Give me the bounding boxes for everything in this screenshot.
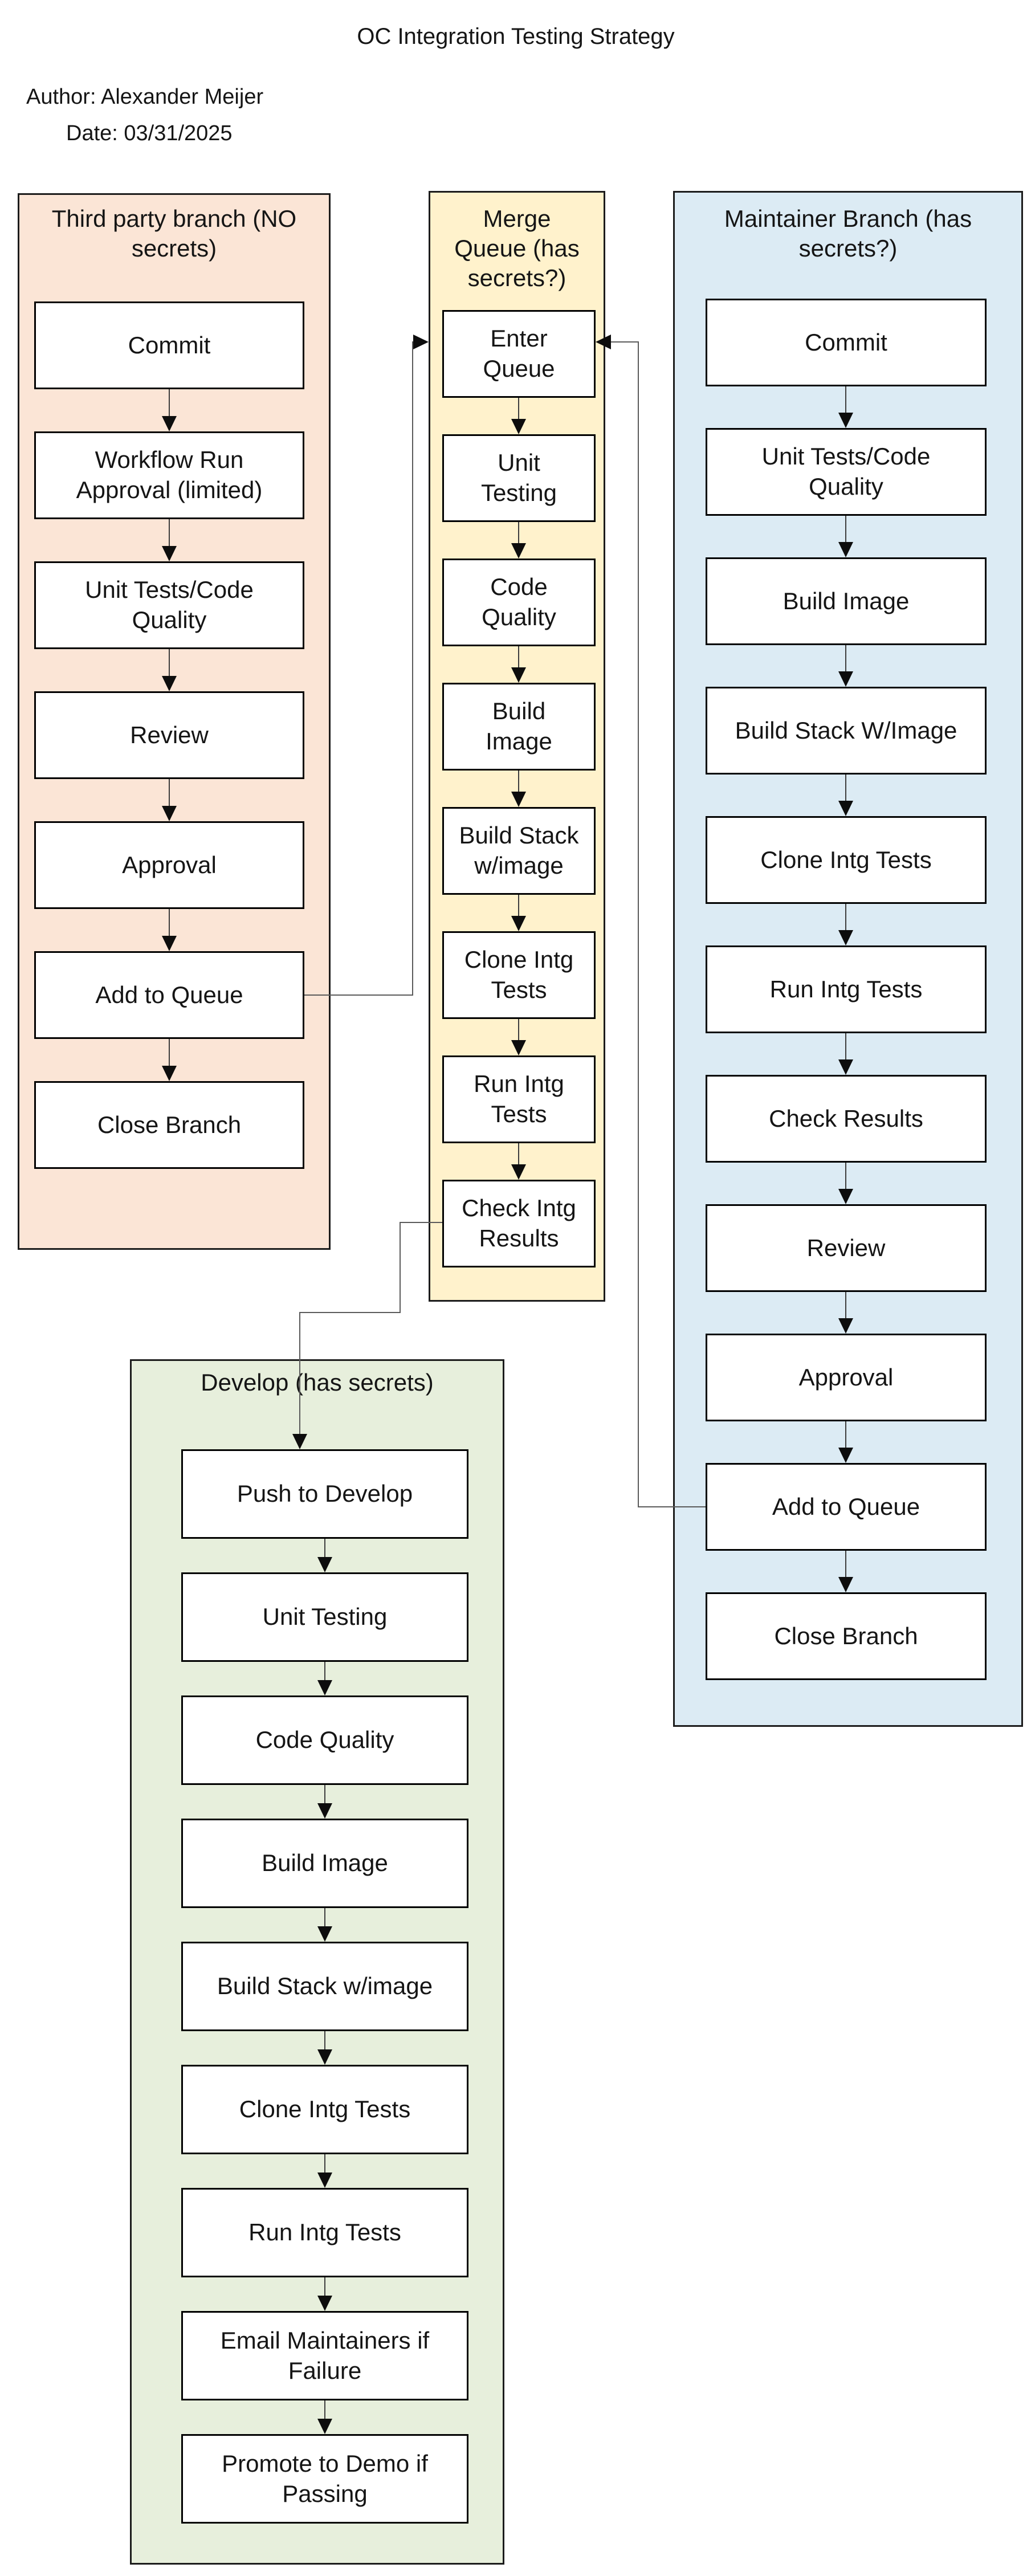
mt-step-add-to-queue: Add to Queue <box>706 1463 987 1551</box>
lane-title-third-party: Third party branch (NO secrets) <box>51 205 297 262</box>
dv-step-unit-testing: Unit Testing <box>181 1572 468 1662</box>
mq-step-clone-intg-tests: Clone Intg Tests <box>442 931 596 1019</box>
mt-step-run-intg-tests: Run Intg Tests <box>706 945 987 1033</box>
mt-step-review: Review <box>706 1204 987 1292</box>
dv-step-email-maintainers-if-failure: Email Maintainers if Failure <box>181 2311 468 2400</box>
mq-step-build-stack-w-image: Build Stack w/image <box>442 807 596 895</box>
mt-step-close-branch: Close Branch <box>706 1592 987 1680</box>
dv-step-promote-to-demo-if-passing: Promote to Demo if Passing <box>181 2434 468 2524</box>
mq-step-unit-testing: Unit Testing <box>442 434 596 522</box>
mt-step-build-image: Build Image <box>706 557 987 645</box>
page-title: OC Integration Testing Strategy <box>357 24 675 49</box>
author-line: Author: Alexander Meijer <box>26 85 264 109</box>
dv-step-clone-intg-tests: Clone Intg Tests <box>181 2065 468 2154</box>
date-line: Date: 03/31/2025 <box>66 121 233 145</box>
connector-tp-add-to-queue-to-enter-queue-arrowhead <box>413 335 429 349</box>
tp-step-unit-tests-code-quality: Unit Tests/Code Quality <box>34 561 304 649</box>
mq-step-build-image: Build Image <box>442 683 596 771</box>
lane-title-merge-queue: Merge Queue (has secrets?) <box>454 205 580 292</box>
dv-step-build-stack-w-image: Build Stack w/image <box>181 1942 468 2031</box>
tp-step-commit: Commit <box>34 301 304 389</box>
tp-step-workflow-run-approval: Workflow Run Approval (limited) <box>34 431 304 519</box>
dv-step-push-to-develop: Push to Develop <box>181 1449 468 1539</box>
mt-step-build-stack-w-image: Build Stack W/Image <box>706 687 987 775</box>
tp-step-close-branch: Close Branch <box>34 1081 304 1169</box>
lane-title-maintainer: Maintainer Branch (has secrets?) <box>724 205 972 262</box>
tp-step-approval: Approval <box>34 821 304 909</box>
tp-step-review: Review <box>34 691 304 779</box>
dv-step-code-quality: Code Quality <box>181 1695 468 1785</box>
dv-step-build-image: Build Image <box>181 1819 468 1908</box>
mt-step-check-results: Check Results <box>706 1075 987 1163</box>
mt-step-unit-tests-code-quality: Unit Tests/Code Quality <box>706 428 987 516</box>
dv-step-run-intg-tests: Run Intg Tests <box>181 2188 468 2277</box>
mq-step-run-intg-tests: Run Intg Tests <box>442 1055 596 1143</box>
lane-title-develop: Develop (has secrets) <box>201 1369 434 1396</box>
tp-step-add-to-queue: Add to Queue <box>34 951 304 1039</box>
mq-step-code-quality: Code Quality <box>442 559 596 646</box>
mq-step-check-intg-results: Check Intg Results <box>442 1180 596 1267</box>
mt-step-approval: Approval <box>706 1334 987 1421</box>
mq-step-enter-queue: Enter Queue <box>442 310 596 398</box>
mt-step-commit: Commit <box>706 299 987 386</box>
mt-step-clone-intg-tests: Clone Intg Tests <box>706 816 987 904</box>
